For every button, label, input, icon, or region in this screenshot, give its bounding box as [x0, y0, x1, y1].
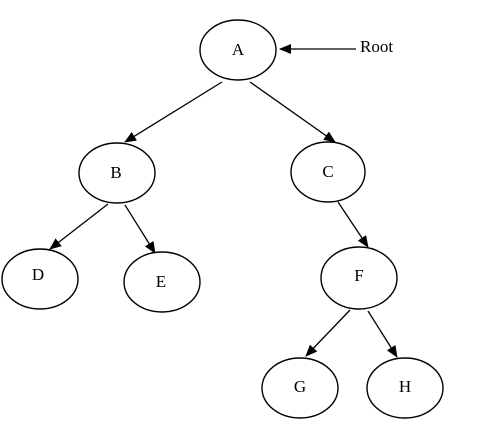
node-c-label: C: [322, 162, 333, 181]
node-b: B: [78, 142, 156, 204]
node-h-label: H: [399, 377, 411, 396]
edge-f-g: [305, 309, 351, 357]
edge-a-b: [124, 81, 223, 143]
node-f: F: [320, 246, 398, 310]
root-pointer-label: Root: [360, 37, 393, 56]
node-h: H: [366, 357, 444, 419]
node-e: E: [123, 251, 201, 313]
edge-c-f: [337, 201, 369, 248]
node-a: A: [199, 19, 277, 81]
edge-b-d: [49, 203, 109, 250]
edge-a-c: [249, 81, 336, 143]
edge-f-h: [367, 310, 398, 358]
edge-b-e: [124, 204, 156, 254]
node-b-label: B: [110, 163, 121, 182]
node-c: C: [290, 141, 366, 203]
node-d-label: D: [32, 265, 44, 284]
node-g: G: [261, 357, 339, 419]
node-d: D: [1, 248, 79, 310]
node-a-label: A: [232, 40, 245, 59]
node-f-label: F: [354, 266, 363, 285]
node-g-label: G: [294, 377, 306, 396]
node-e-label: E: [156, 272, 166, 291]
